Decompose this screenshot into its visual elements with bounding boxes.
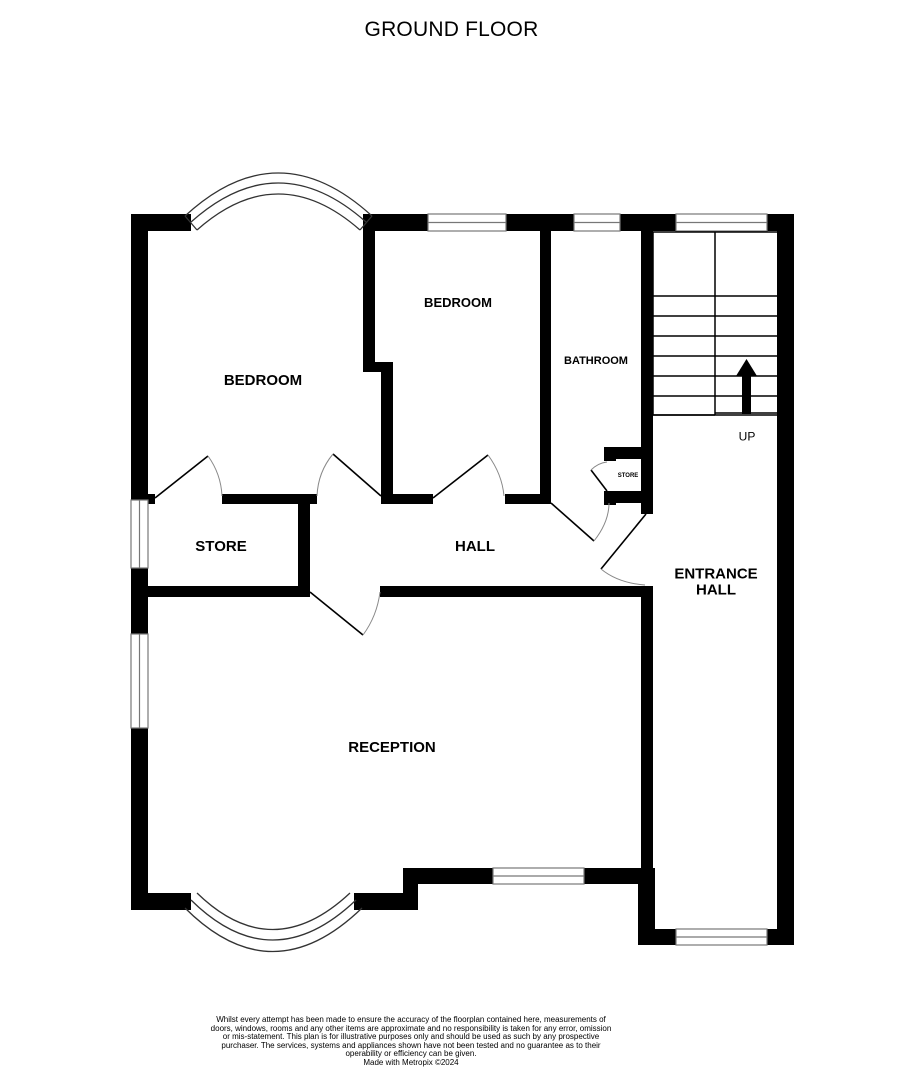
walls: [131, 214, 794, 945]
windows: [130, 213, 768, 946]
room-label-bathroom: BATHROOM: [564, 355, 628, 368]
arrow-up-icon: [736, 359, 757, 414]
disclaimer-credit: Made with Metropix ©2024: [363, 1057, 459, 1067]
staircase: [652, 231, 779, 416]
entrance-hall-line2: HALL: [696, 581, 736, 598]
room-label-reception: RECEPTION: [348, 739, 436, 757]
room-label-entrance-hall: ENTRANCE HALL: [674, 566, 757, 598]
room-label-hall: HALL: [455, 538, 495, 556]
room-label-store: STORE: [195, 538, 247, 556]
room-label-bedroom-2: BEDROOM: [424, 295, 492, 311]
bay-windows: [184, 172, 373, 952]
disclaimer-text: Whilst every attempt has been made to en…: [210, 1015, 612, 1059]
floor-title: GROUND FLOOR: [364, 18, 539, 41]
disclaimer: Whilst every attempt has been made to en…: [210, 1015, 612, 1068]
entrance-hall-line1: ENTRANCE: [674, 565, 758, 583]
doors: [154, 453, 647, 636]
room-label-store-small: STORE: [617, 472, 639, 479]
stairs-up-label: UP: [738, 429, 756, 444]
room-label-bedroom-1: BEDROOM: [223, 372, 303, 390]
